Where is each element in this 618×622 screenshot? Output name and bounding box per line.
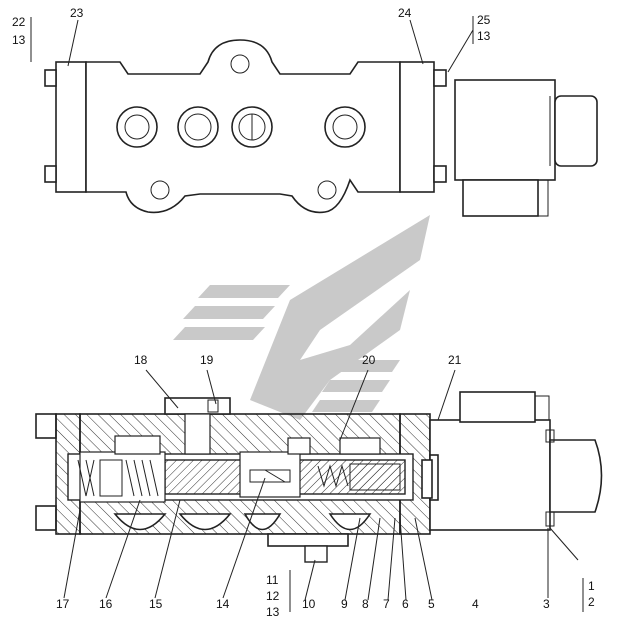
left-end-plate xyxy=(55,61,87,193)
label-12: 12 xyxy=(266,589,280,603)
label-25: 25 xyxy=(477,13,491,27)
label-20: 20 xyxy=(362,353,376,367)
label-13: 13 xyxy=(12,33,26,47)
label-13: 13 xyxy=(266,605,280,619)
bolt-icon xyxy=(44,69,57,87)
label-5: 5 xyxy=(428,597,435,611)
label-8: 8 xyxy=(362,597,369,611)
label-10: 10 xyxy=(302,597,316,611)
label-9: 9 xyxy=(341,597,348,611)
label-3: 3 xyxy=(543,597,550,611)
bolt-icon xyxy=(433,165,447,183)
solenoid-body xyxy=(429,419,551,531)
label-23: 23 xyxy=(70,6,84,20)
right-end-plate xyxy=(399,61,435,193)
section-view-valve xyxy=(35,391,603,563)
label-2: 2 xyxy=(588,595,595,609)
top-valve-body xyxy=(85,39,401,214)
label-19: 19 xyxy=(200,353,214,367)
callout-labels: 22 13 23 24 25 13 18 19 20 21 17 16 15 1… xyxy=(12,6,595,619)
connector-box xyxy=(462,179,539,217)
label-21: 21 xyxy=(448,353,462,367)
label-13: 13 xyxy=(477,29,491,43)
label-24: 24 xyxy=(398,6,412,20)
label-16: 16 xyxy=(99,597,113,611)
plug-18 xyxy=(164,397,231,415)
label-7: 7 xyxy=(383,597,390,611)
spring-icon xyxy=(77,459,159,497)
port-icon xyxy=(116,106,366,148)
label-15: 15 xyxy=(149,597,163,611)
label-14: 14 xyxy=(216,597,230,611)
label-11: 11 xyxy=(266,573,279,587)
spring-icon xyxy=(317,464,349,488)
bolt-icon xyxy=(433,69,447,87)
label-4: 4 xyxy=(472,597,479,611)
solenoid-top xyxy=(454,79,556,181)
label-22: 22 xyxy=(12,15,26,29)
top-view-valve xyxy=(44,39,598,217)
bolt-icon xyxy=(35,505,57,531)
label-6: 6 xyxy=(402,597,409,611)
plug-10 xyxy=(267,533,349,547)
connector-box xyxy=(459,391,536,423)
bolt-icon xyxy=(35,413,57,439)
label-1: 1 xyxy=(588,579,595,593)
label-18: 18 xyxy=(134,353,148,367)
watermark-logo-icon xyxy=(173,215,430,420)
label-17: 17 xyxy=(56,597,70,611)
leader-lines xyxy=(30,16,584,612)
bolt-icon xyxy=(44,165,57,183)
solenoid-cap xyxy=(554,95,598,167)
solenoid-end-cap xyxy=(549,439,603,513)
